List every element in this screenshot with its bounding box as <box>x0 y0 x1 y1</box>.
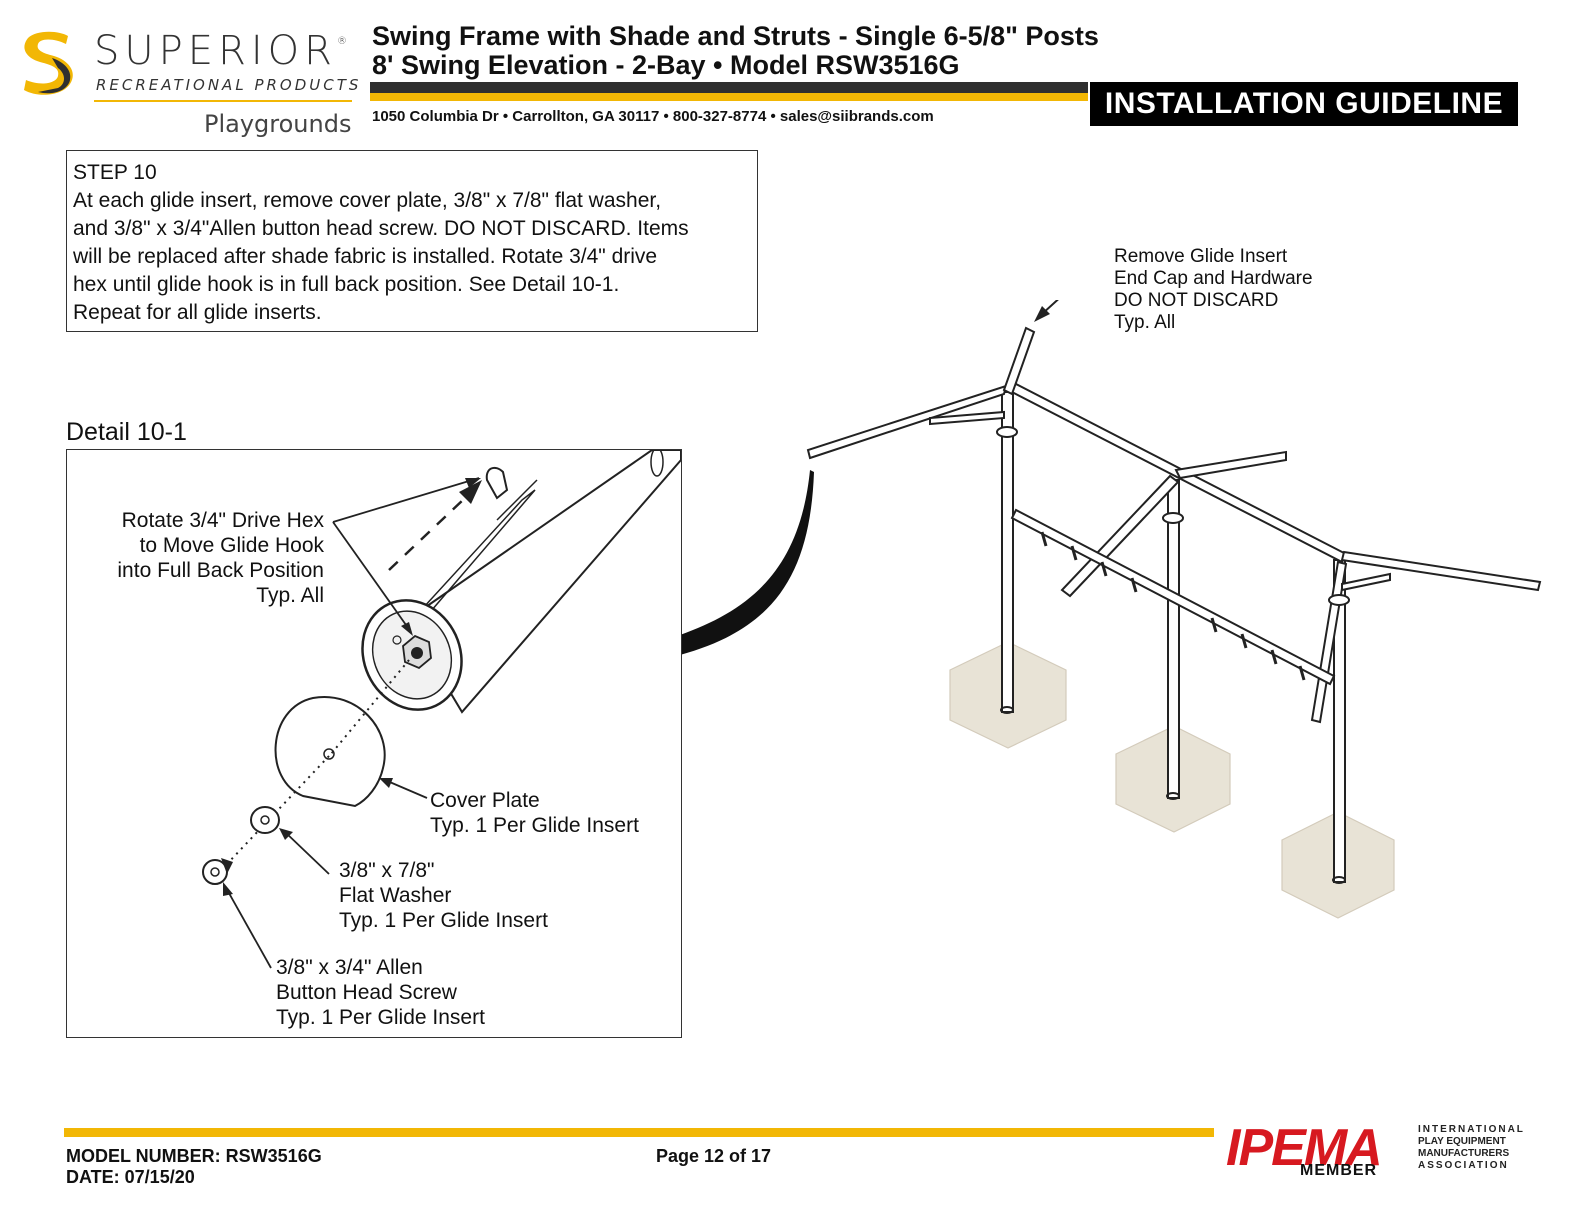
model-number: MODEL NUMBER: RSW3516G <box>66 1146 322 1166</box>
title-line-1: Swing Frame with Shade and Struts - Sing… <box>372 21 1099 51</box>
footer-rule <box>64 1128 1214 1137</box>
label-rotate-drive-hex: Rotate 3/4" Drive Hex to Move Glide Hook… <box>117 509 324 607</box>
registered-mark: ® <box>336 36 347 47</box>
brand-tagline: RECREATIONAL PRODUCTS <box>96 76 362 94</box>
header-bar-dark <box>370 82 1088 93</box>
step-line: and 3/8" x 3/4"Allen button head screw. … <box>73 217 689 240</box>
step-line: Repeat for all glide inserts. <box>73 301 322 324</box>
page-number: Page 12 of 17 <box>656 1146 772 1166</box>
step-line: At each glide insert, remove cover plate… <box>73 189 662 212</box>
footer-model-info: MODEL NUMBER: RSW3516G DATE: 07/15/20 <box>66 1146 322 1188</box>
installation-banner: INSTALLATION GUIDELINE <box>1090 82 1518 126</box>
header-bar-yellow <box>370 93 1088 101</box>
document-date: DATE: 07/15/20 <box>66 1167 195 1187</box>
step-line: hex until glide hook is in full back pos… <box>73 273 620 296</box>
swing-frame-illustration <box>806 300 1542 919</box>
detail-10-1-box <box>66 449 682 1038</box>
label-flat-washer: 3/8" x 7/8" Flat Washer Typ. 1 Per Glide… <box>339 859 548 932</box>
step-line: will be replaced after shade fabric is i… <box>73 245 658 268</box>
tagline-rule <box>94 100 352 102</box>
detail-title: Detail 10-1 <box>66 418 187 446</box>
label-button-head-screw: 3/8" x 3/4" Allen Button Head Screw Typ.… <box>276 956 485 1029</box>
step-instructions: STEP 10 At each glide insert, remove cov… <box>66 150 758 332</box>
ipema-logo: IPEMA <box>1226 1119 1383 1177</box>
label-cover-plate: Cover Plate Typ. 1 Per Glide Insert <box>430 789 639 837</box>
brand-name: SUPERIOR® <box>94 28 347 74</box>
ipema-member-label: MEMBER <box>1300 1162 1378 1179</box>
superior-s-logo <box>24 31 73 95</box>
callout-remove-glide-insert: Remove Glide Insert End Cap and Hardware… <box>1114 246 1313 333</box>
sub-brand: Playgrounds <box>204 110 352 138</box>
title-line-2: 8' Swing Elevation - 2-Bay • Model RSW35… <box>372 50 960 80</box>
company-address: 1050 Columbia Dr • Carrollton, GA 30117 … <box>372 108 934 125</box>
step-heading: STEP 10 <box>73 161 157 184</box>
ipema-full-name: INTERNATIONAL PLAY EQUIPMENT MANUFACTURE… <box>1418 1124 1525 1171</box>
detail-connector <box>680 470 814 655</box>
glide-insert-exploded-view <box>202 450 681 969</box>
